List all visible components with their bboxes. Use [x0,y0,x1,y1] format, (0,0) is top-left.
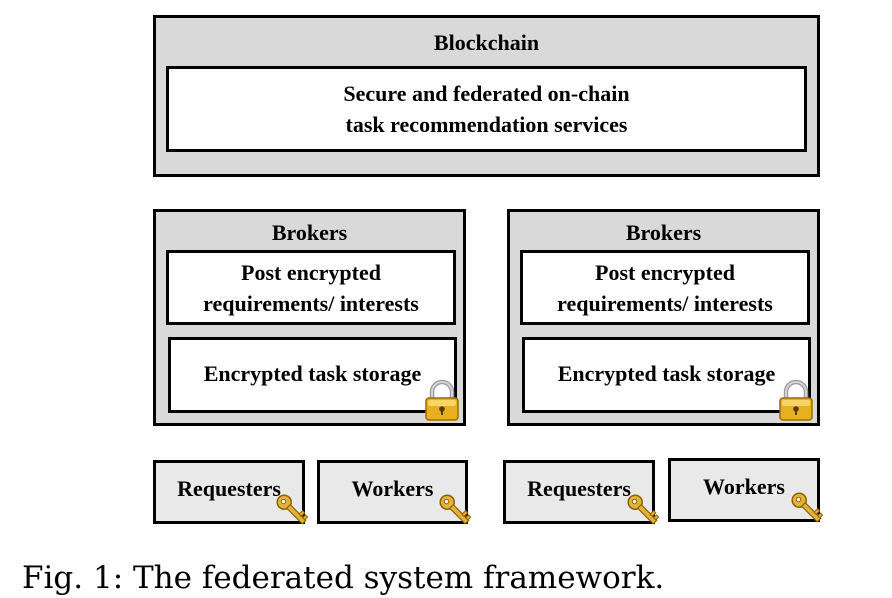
requesters-label: Requesters [177,476,281,501]
workers-label: Workers [351,476,434,501]
post-requirements-line2: requirements/ interests [557,290,773,316]
post-requirements-line1: Post encrypted [595,259,735,285]
brokers-title: Brokers [271,220,348,245]
workers-box-left: Workers [317,460,468,524]
figure-caption: Fig. 1: The federated system framework. [22,560,665,596]
workers-box-right: Workers [668,458,820,522]
post-requirements-line2: requirements/ interests [203,290,419,316]
post-requirements-line1: Post encrypted [241,259,381,285]
encrypted-storage-box: Encrypted task storage [168,337,457,413]
encrypted-storage-box: Encrypted task storage [522,337,811,413]
padlock-icon [425,380,459,421]
key-icon [791,492,824,523]
post-requirements-box: Post encrypted requirements/ interests [520,250,810,325]
onchain-services-box: Secure and federated on-chain task recom… [166,66,807,152]
blockchain-box: Blockchain Secure and federated on-chain… [153,15,820,177]
brokers-title: Brokers [625,220,702,245]
requesters-box-left: Requesters [153,460,305,524]
key-icon [439,494,472,525]
requesters-label: Requesters [527,476,631,501]
post-requirements-box: Post encrypted requirements/ interests [166,250,456,325]
brokers-box-left: Brokers Post encrypted requirements/ int… [153,209,466,426]
requesters-box-right: Requesters [503,460,655,524]
key-icon [276,494,309,525]
brokers-box-right: Brokers Post encrypted requirements/ int… [507,209,820,426]
padlock-icon [779,380,813,421]
onchain-services-line2: task recommendation services [345,112,628,137]
onchain-services-line1: Secure and federated on-chain [343,81,630,106]
workers-label: Workers [703,474,785,499]
encrypted-storage-label: Encrypted task storage [557,360,776,386]
key-icon [627,494,660,525]
blockchain-title: Blockchain [433,30,540,55]
encrypted-storage-label: Encrypted task storage [203,360,422,386]
